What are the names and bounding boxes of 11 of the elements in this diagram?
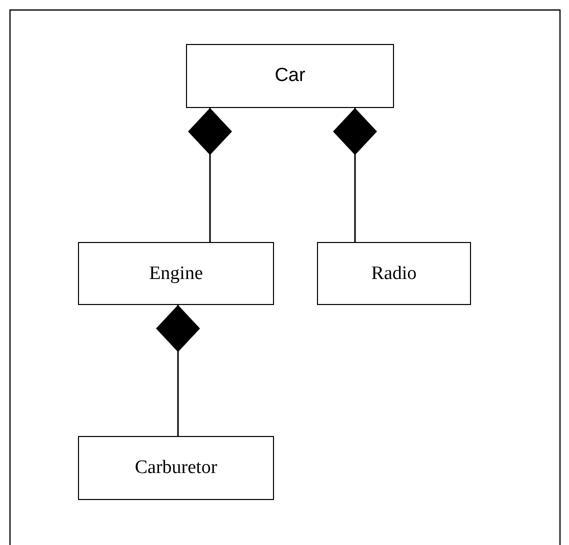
- composition-line: [156, 305, 200, 436]
- class-box: [186, 44, 394, 108]
- class-name: Engine: [149, 262, 203, 284]
- composition-line: [333, 108, 377, 242]
- class-name: Carburetor: [134, 457, 218, 479]
- class-name: Car: [274, 65, 306, 87]
- class-box: [317, 242, 471, 305]
- composition-line: [188, 108, 232, 242]
- class-box: [78, 436, 274, 500]
- class-name: Radio: [371, 262, 417, 284]
- class-box: [78, 242, 274, 305]
